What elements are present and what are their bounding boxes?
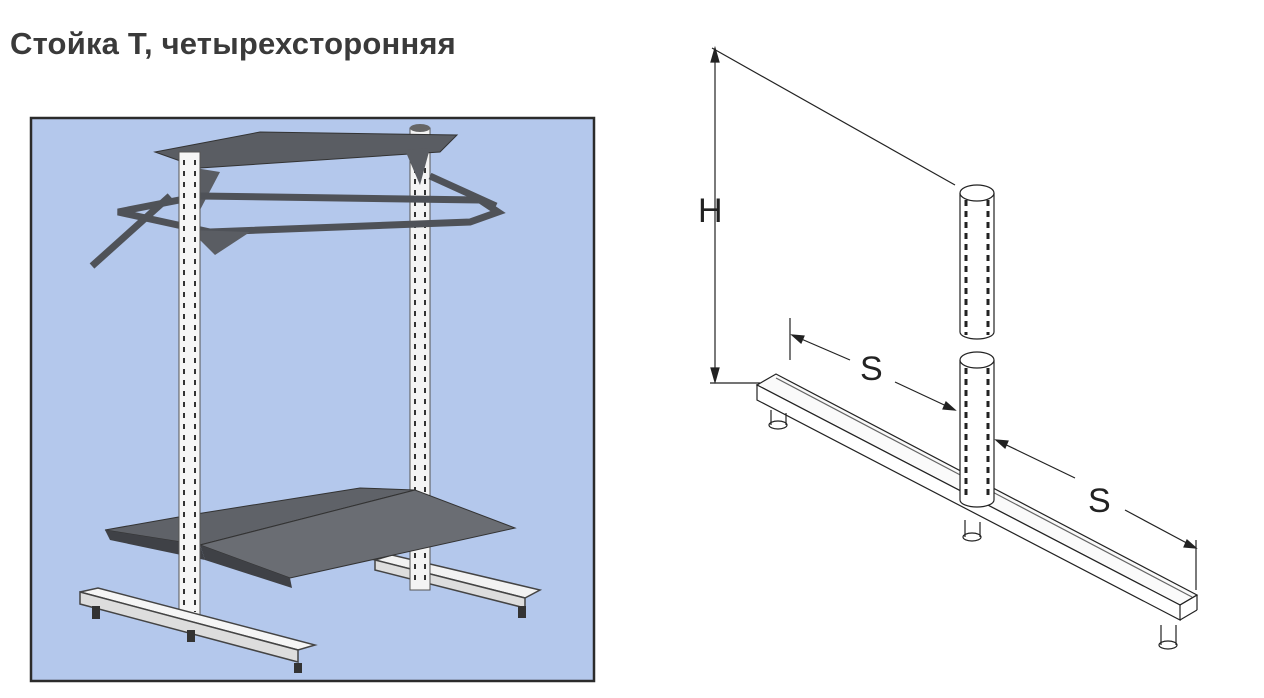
upright-tube-lower	[959, 351, 995, 508]
span-label-right: S	[1088, 482, 1111, 520]
shelf-bracket	[405, 148, 430, 185]
extension-line	[711, 47, 956, 186]
span-label-left: S	[860, 350, 883, 388]
arrow-icon	[1183, 538, 1198, 549]
span-dimension-line	[995, 439, 1076, 479]
left-base	[79, 587, 318, 673]
shelf-edge	[200, 545, 292, 588]
arrow-icon	[710, 45, 720, 63]
arrow-icon	[790, 334, 805, 345]
arrow-icon	[994, 439, 1009, 450]
height-label: H	[698, 192, 723, 230]
rack-illustration	[29, 116, 596, 683]
arrow-icon	[942, 400, 957, 411]
shelf-bracket	[190, 230, 250, 255]
left-upright	[178, 151, 201, 621]
upright-cap	[410, 124, 430, 132]
technical-drawing	[710, 45, 1199, 650]
upright-tube-upper	[959, 184, 995, 340]
page-title: Стойка Т, четырехсторонняя	[10, 26, 456, 61]
arrow-icon	[710, 367, 720, 385]
